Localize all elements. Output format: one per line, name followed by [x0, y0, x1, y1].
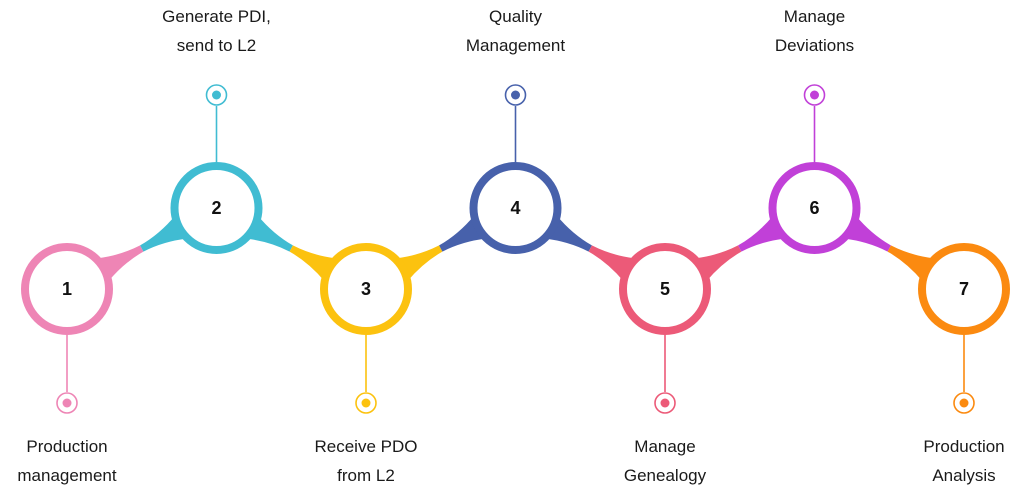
step-1-label-line-2: management — [17, 466, 117, 485]
step-5-number: 5 — [660, 279, 670, 299]
step-4-label-line-2: Management — [466, 36, 566, 55]
step-5-label-line-1: Manage — [634, 437, 695, 456]
step-6-circle — [768, 162, 861, 254]
step-1-circle — [21, 243, 113, 335]
step-7-label-line-2: Analysis — [932, 466, 995, 485]
step-3-label-line-2: from L2 — [337, 466, 395, 485]
step-2-label-line-2: send to L2 — [177, 36, 256, 55]
step-1-label-line-1: Production — [26, 437, 107, 456]
step-6-number: 6 — [809, 198, 819, 218]
step-3-circle — [320, 243, 412, 335]
step-1-pin-dot — [62, 398, 72, 408]
step-4-label-line-1: Quality — [489, 7, 542, 26]
step-2-number: 2 — [211, 198, 221, 218]
step-7-number: 7 — [959, 279, 969, 299]
step-3-label-line-1: Receive PDO — [315, 437, 418, 456]
step-5-pin-dot — [660, 398, 670, 408]
step-7-pin-dot — [959, 398, 969, 408]
stems — [56, 84, 975, 414]
step-4-number: 4 — [510, 198, 520, 218]
step-5-label-line-2: Genealogy — [624, 466, 707, 485]
step-3-number: 3 — [361, 279, 371, 299]
step-2-label-line-1: Generate PDI, — [162, 7, 271, 26]
step-6-label-line-1: Manage — [784, 7, 845, 26]
step-6-pin-dot — [810, 90, 819, 100]
step-2-circle — [170, 162, 263, 254]
step-4-circle — [469, 162, 562, 254]
step-1-number: 1 — [62, 279, 72, 299]
step-7-label-line-1: Production — [923, 437, 1004, 456]
step-2-pin-dot — [212, 90, 221, 100]
step-3-pin-dot — [361, 398, 371, 408]
step-6-label-line-2: Deviations — [775, 36, 854, 55]
step-7-circle — [918, 243, 1010, 335]
step-5-circle — [619, 243, 711, 335]
step-4-pin-dot — [511, 90, 520, 100]
